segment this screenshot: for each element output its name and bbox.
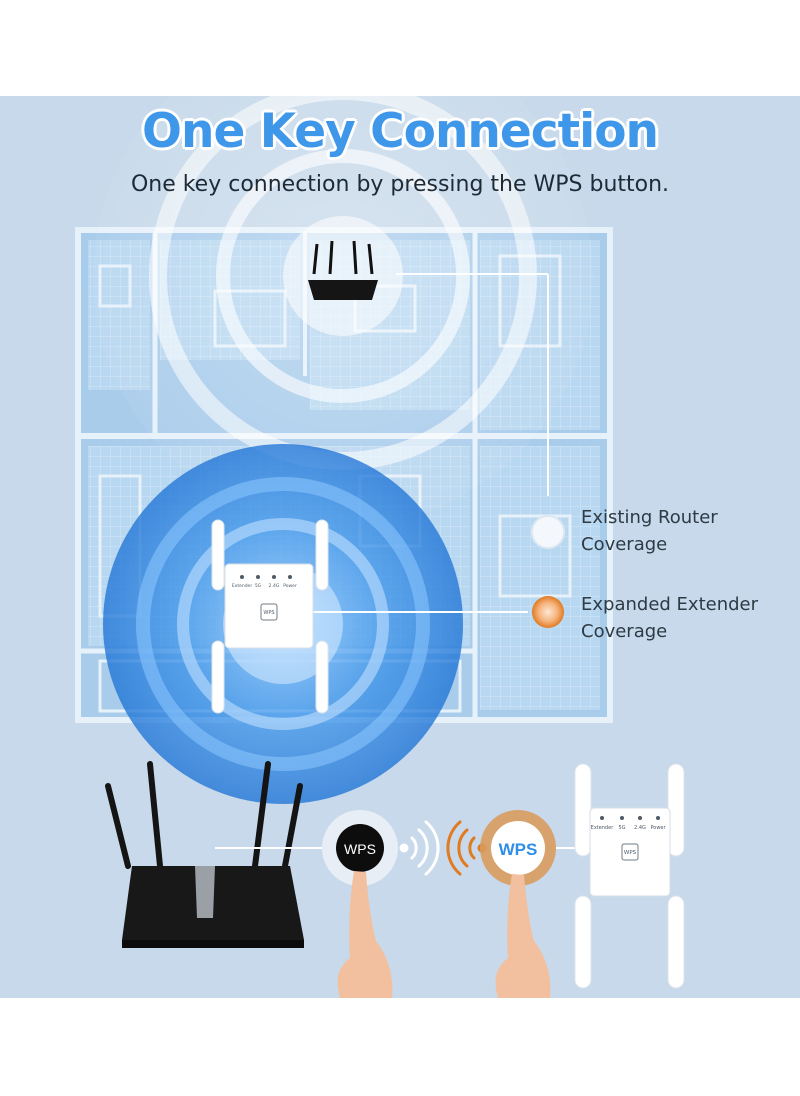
legend-router-line2: Coverage [581,534,668,555]
router-wps-label: WPS [344,841,376,857]
router-coverage-dot [531,515,565,549]
product-panel: WPS WPS Extender 5G 2.4G Power WPS Exten… [0,96,800,998]
legend-extender-line1: Expanded Extender [581,594,759,615]
extender-in-plan [211,519,329,714]
led-label-extender: Extender [591,825,615,831]
scene-graphic: WPS WPS Extender 5G 2.4G Power WPS Exten… [75,96,685,998]
orange-wave-icon [446,820,487,876]
extender-wps-label: WPS [499,840,538,859]
plan-extender-wps-label: WPS [263,610,274,616]
legend-router-line1: Existing Router [581,507,718,528]
page-title: One Key Connection [142,104,659,159]
plan-led-label-5g: 5G [255,583,262,589]
led-label-24g: 2.4G [634,825,646,831]
wifi-wave-icon [399,820,440,876]
extender-wps-button [480,810,556,886]
extender-wps-key-label: WPS [624,850,637,856]
led-label-5g: 5G [618,825,625,831]
led-label-power: Power [650,825,666,831]
plan-led-label-extender: Extender [232,583,253,589]
router-coverage [93,96,593,526]
legend-router-coverage: Existing Router Coverage [581,504,718,558]
plan-led-label-power: Power [283,583,297,589]
wifi-extender [574,763,685,989]
page-subtitle: One key connection by pressing the WPS b… [130,172,670,197]
legend-extender-line2: Coverage [581,621,668,642]
plan-led-label-24g: 2.4G [269,583,280,589]
router-wps-button [322,810,398,886]
router-in-plan [308,240,378,300]
legend-extender-coverage: Expanded Extender Coverage [581,591,758,645]
finger-icon-left [337,871,393,998]
extender-coverage-dot [532,596,564,628]
wifi-router [105,761,304,948]
finger-icon-right [495,874,551,998]
